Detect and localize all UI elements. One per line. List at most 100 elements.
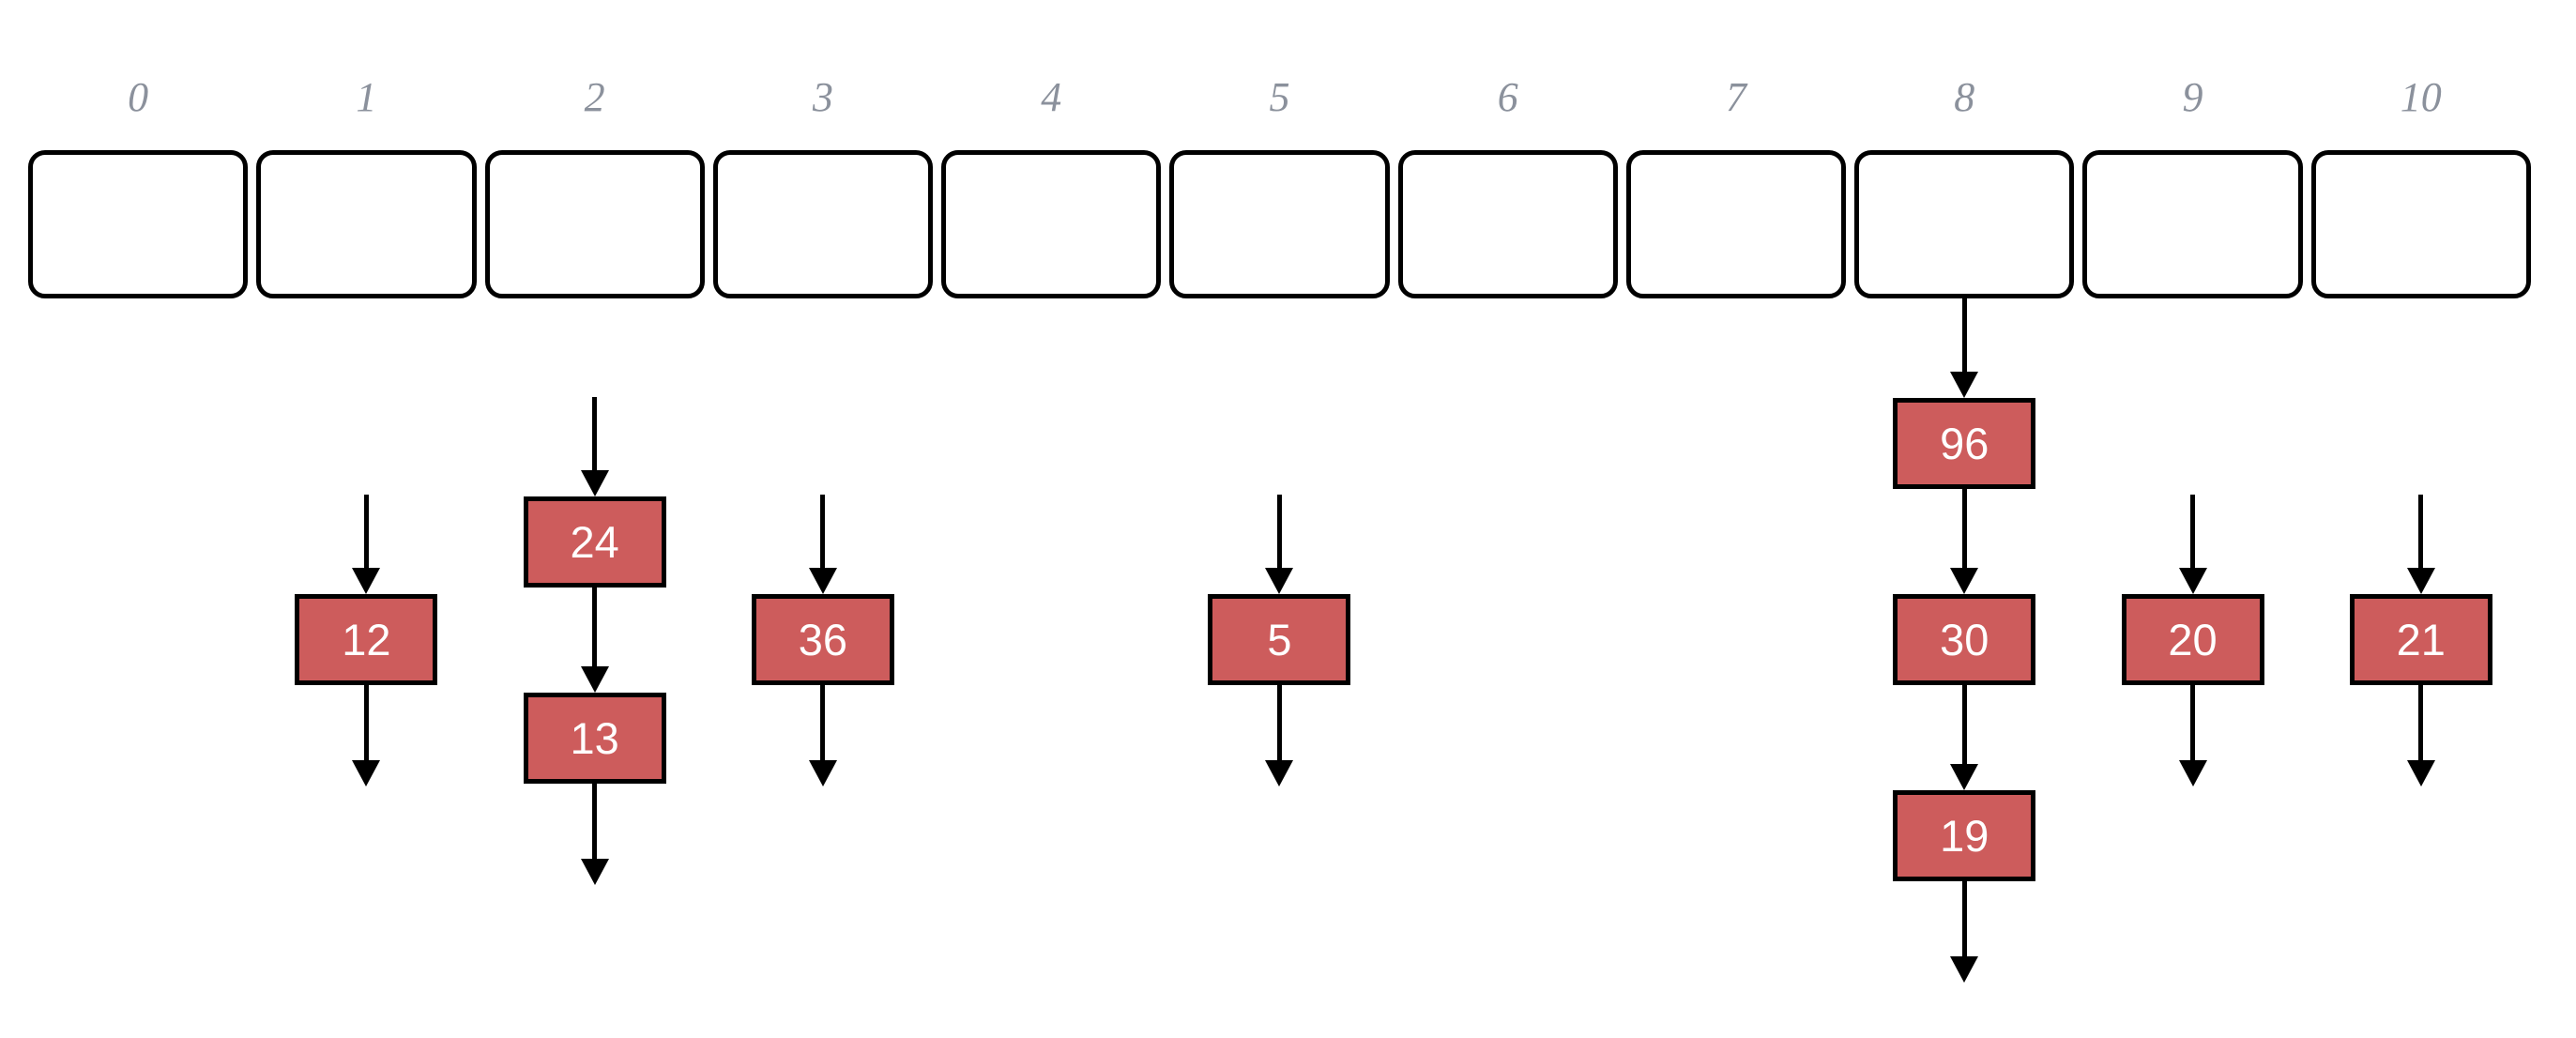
node-to-node-arrow [1947,685,1981,790]
bucket-index-cell-8: 8 [1854,62,2074,118]
chain-node-value: 12 [342,615,391,664]
node-to-node-arrow [1947,489,1981,594]
arrowhead-icon [1950,764,1979,790]
arrow-stem [1961,881,1967,956]
arrow-stem [820,685,826,760]
bucket-index-cell-3: 3 [713,62,933,118]
arrowhead-icon [580,469,609,496]
bucket-to-node-arrow [2404,495,2438,594]
chain-node-13: 13 [523,692,666,784]
bucket-to-node-arrow [1947,298,1981,398]
chain-node-24: 24 [523,496,666,588]
bucket-index-cell-1: 1 [256,62,476,118]
bucket-slot-3 [712,150,934,298]
bucket-slot-6 [1397,150,1618,298]
arrow-stem [363,685,369,760]
bucket-index-cell-6: 6 [1398,62,1618,118]
bucket-slot-1 [256,150,477,298]
arrow-stem [1961,489,1967,568]
bucket-slot-0 [28,150,249,298]
bucket-slot-7 [1625,150,1847,298]
arrow-stem [1961,685,1967,764]
arrow-stem [1276,495,1282,568]
chain-for-bucket-0 [28,298,248,983]
arrow-stem [820,495,826,568]
bucket-slot-9 [2082,150,2303,298]
chain-node-value: 96 [1940,419,1989,468]
bucket-index-label-3: 3 [812,74,833,120]
chain-node-value: 36 [798,615,848,664]
arrow-stem [2418,495,2424,568]
arrowhead-icon [352,568,381,594]
chain-for-bucket-3: 36 [713,298,933,983]
bucket-slot-2 [484,150,705,298]
chains-row: 12 24 13 36 5 96 30 19 20 21 [28,298,2531,983]
bucket-slot-4 [941,150,1162,298]
arrowhead-icon [2178,568,2207,594]
arrowhead-icon [808,760,837,786]
arrowhead-icon [580,665,609,693]
bucket-index-label-0: 0 [128,74,149,120]
null-pointer-arrow [349,685,383,786]
bucket-to-node-arrow [578,396,612,496]
chain-node-value: 30 [1940,615,1989,664]
null-pointer-arrow [2176,685,2210,786]
bucket-index-label-7: 7 [1725,74,1746,120]
arrowhead-icon [1265,760,1294,786]
bucket-to-node-arrow [806,495,840,594]
arrowhead-icon [1950,372,1979,398]
arrowhead-icon [2406,760,2435,786]
bucket-index-cell-7: 7 [1626,62,1846,118]
bucket-index-cell-0: 0 [28,62,248,118]
chain-for-bucket-8: 96 30 19 [1854,298,2074,983]
bucket-array-row [28,150,2531,298]
chain-node-value: 13 [570,712,619,763]
bucket-slot-10 [2310,150,2531,298]
arrow-stem [592,587,598,666]
arrowhead-icon [1950,956,1979,983]
chain-node-36: 36 [751,594,894,685]
bucket-index-label-6: 6 [1497,74,1518,120]
arrow-stem [363,495,369,568]
arrowhead-icon [808,568,837,594]
bucket-index-cell-9: 9 [2082,62,2302,118]
chain-node-value: 24 [570,516,619,567]
chain-node-30: 30 [1893,594,2036,685]
arrow-stem [2190,685,2196,760]
null-pointer-arrow [1262,685,1296,786]
arrowhead-icon [1265,568,1294,594]
chain-for-bucket-6 [1398,298,1618,983]
chain-for-bucket-7 [1626,298,1846,983]
chain-node-value: 19 [1940,811,1989,861]
chain-for-bucket-5: 5 [1169,298,1389,983]
chain-node-value: 20 [2168,615,2218,664]
arrow-stem [1276,685,1282,760]
arrow-stem [592,783,598,859]
arrowhead-icon [2406,568,2435,594]
chain-node-value: 21 [2396,615,2446,664]
chain-node-19: 19 [1893,790,2036,881]
arrowhead-icon [352,760,381,786]
chain-node-5: 5 [1208,594,1351,685]
chain-node-12: 12 [295,594,438,685]
chain-for-bucket-10: 21 [2311,298,2531,983]
arrowhead-icon [1950,568,1979,594]
chain-for-bucket-2: 24 13 [485,298,705,983]
bucket-index-label-4: 4 [1041,74,1062,120]
null-pointer-arrow [1947,881,1981,983]
bucket-index-cell-2: 2 [485,62,705,118]
bucket-to-node-arrow [349,495,383,594]
bucket-index-cell-4: 4 [941,62,1161,118]
bucket-slot-8 [1854,150,2075,298]
arrow-stem [2190,495,2196,568]
bucket-index-label-10: 10 [2400,74,2442,120]
arrow-stem [592,396,598,470]
bucket-index-label-1: 1 [356,74,377,120]
chain-node-96: 96 [1893,398,2036,489]
chain-node-value: 5 [1267,615,1292,664]
chain-for-bucket-9: 20 [2082,298,2302,983]
arrow-stem [1961,298,1967,372]
bucket-slot-5 [1169,150,1390,298]
